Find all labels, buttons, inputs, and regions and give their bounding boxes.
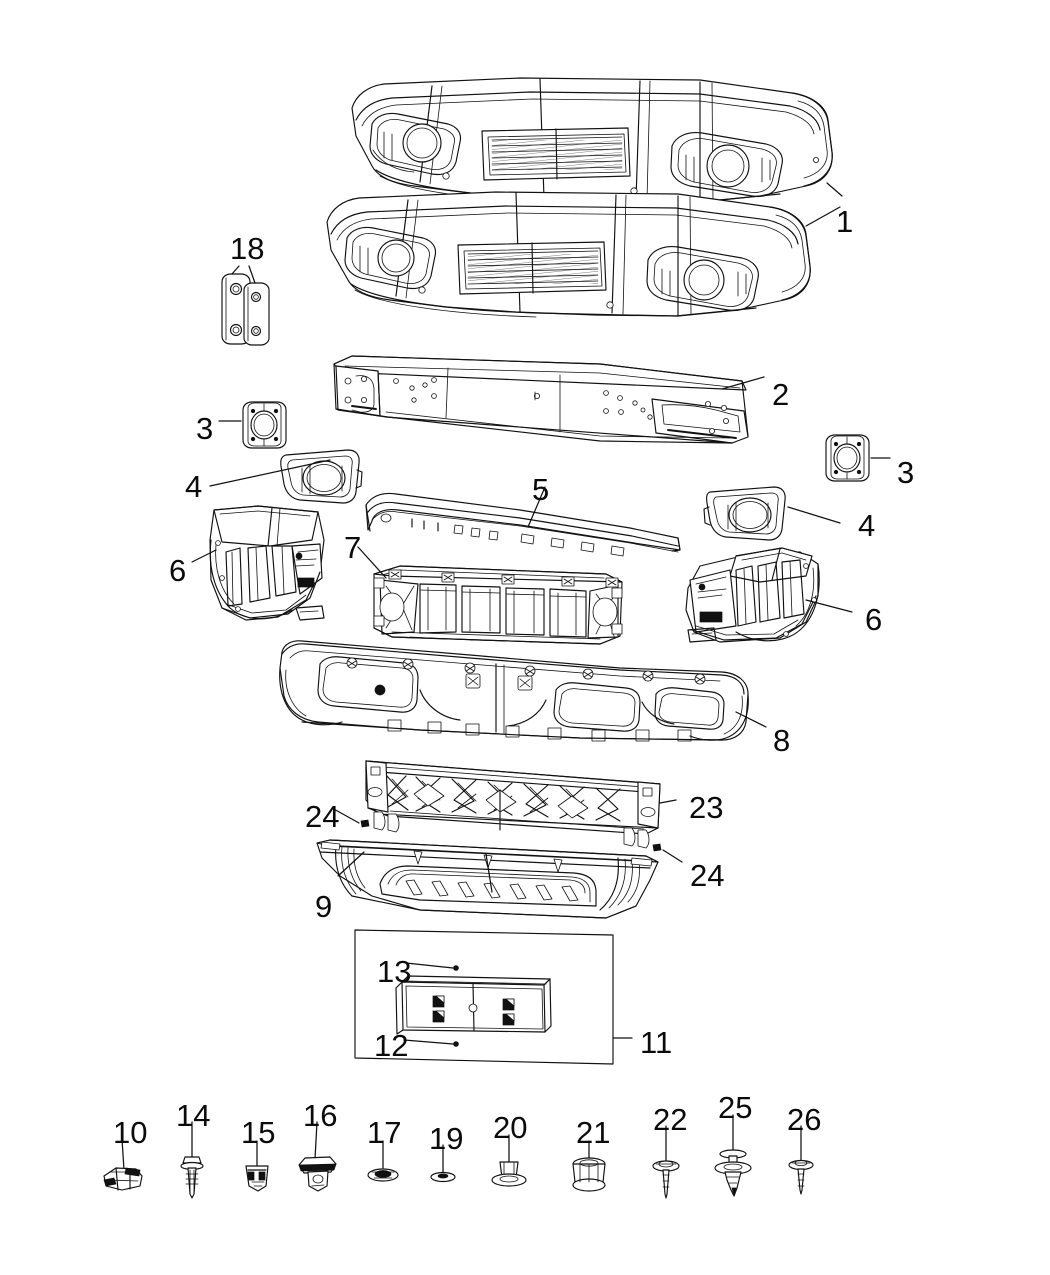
callout-3-left: 3 <box>196 411 214 446</box>
leader-23 <box>659 799 677 804</box>
leader-18-b <box>248 265 256 284</box>
callout-4-left: 4 <box>185 469 203 504</box>
callout-9: 9 <box>315 889 333 924</box>
callout-23: 23 <box>689 790 724 825</box>
fastener-label-25: 25 <box>718 1090 753 1125</box>
callout-8: 8 <box>773 723 791 758</box>
part-4-fog-bezel-left <box>280 449 363 504</box>
callout-13: 13 <box>377 954 412 989</box>
callout-6-right: 6 <box>865 602 883 637</box>
part-4-fog-bezel-right <box>703 486 786 541</box>
leader-24-left <box>331 807 360 824</box>
part-3-fog-retainer-right <box>825 434 870 482</box>
leader-5 <box>527 486 546 528</box>
fastener-label-15: 15 <box>241 1115 276 1150</box>
part-9-air-dam-skid-plate <box>316 839 659 919</box>
leader-24-right <box>662 849 683 863</box>
part-12-screw-dot <box>453 1041 459 1047</box>
part-license-plate-bracket <box>395 975 552 1035</box>
leader-9-pointer <box>485 853 493 893</box>
leader-7 <box>357 546 387 579</box>
part-26-tapping-screw <box>788 1125 814 1195</box>
callout-1: 1 <box>836 204 854 239</box>
part-19-flat-washer <box>430 1144 456 1183</box>
fastener-label-19: 19 <box>429 1121 464 1156</box>
leader-8 <box>735 711 767 728</box>
part-17-star-washer <box>367 1140 399 1182</box>
part-1-bumper-fascia-lower <box>326 191 811 318</box>
leader-1-lower <box>805 206 841 227</box>
leader-12 <box>403 1039 454 1045</box>
callout-7: 7 <box>344 530 362 565</box>
callout-5: 5 <box>532 472 550 507</box>
part-1-bumper-fascia-upper <box>351 77 833 204</box>
leader-6-right <box>805 599 853 613</box>
part-16-mushroom-push-pin <box>298 1121 337 1192</box>
fastener-label-26: 26 <box>787 1102 822 1137</box>
leader-6-left <box>191 549 217 563</box>
callout-2: 2 <box>772 377 790 412</box>
part-18-tow-hook-brackets <box>221 273 270 346</box>
callout-6-left: 6 <box>169 553 187 588</box>
part-24-push-pin-right <box>652 843 662 852</box>
leader-2 <box>721 376 765 390</box>
leader-9 <box>337 851 365 877</box>
part-6-end-cap-right <box>685 547 820 643</box>
leader-4-left <box>209 459 331 487</box>
part-22-pan-head-screw <box>652 1125 680 1199</box>
callout-11: 11 <box>640 1025 673 1060</box>
callout-18: 18 <box>230 231 265 266</box>
part-25-christmas-tree-push-pin <box>714 1114 752 1197</box>
callout-24-left: 24 <box>305 799 340 834</box>
part-3-fog-retainer-left <box>242 401 287 449</box>
fastener-label-21: 21 <box>576 1115 611 1150</box>
leader-18-a <box>231 265 240 275</box>
part-8-lower-support-bracket <box>279 640 749 742</box>
fastener-label-22: 22 <box>653 1102 688 1137</box>
callout-24-right: 24 <box>690 858 725 893</box>
callout-3-right: 3 <box>897 455 915 490</box>
fastener-label-16: 16 <box>303 1098 338 1133</box>
fastener-label-17: 17 <box>367 1115 402 1150</box>
part-23-lattice-brace <box>365 760 661 849</box>
fastener-label-20: 20 <box>493 1110 528 1145</box>
part-11-license-plate-panel <box>354 929 614 1065</box>
leader-1-upper <box>826 182 843 197</box>
fastener-label-14: 14 <box>176 1098 211 1133</box>
leader-4-right <box>787 506 841 524</box>
part-15-barrel-nut-clip <box>245 1140 269 1192</box>
callout-12: 12 <box>374 1028 409 1063</box>
part-14-hex-flange-bolt <box>180 1121 204 1199</box>
part-6-end-cap-left <box>209 505 325 621</box>
part-7-energy-absorber <box>373 565 623 645</box>
callout-4-right: 4 <box>858 508 876 543</box>
part-10-spring-nut-clip <box>103 1138 143 1191</box>
part-21-hex-flange-nut-large <box>572 1140 606 1192</box>
part-24-push-pin-left <box>360 819 370 828</box>
part-20-hex-flange-nut-small <box>491 1134 527 1187</box>
leader-13 <box>405 962 454 969</box>
part-5-upper-valance-trim <box>365 492 681 557</box>
part-2-reinforcement-beam <box>333 355 749 444</box>
fastener-label-10: 10 <box>113 1115 148 1150</box>
part-13-screw-dot <box>453 965 459 971</box>
